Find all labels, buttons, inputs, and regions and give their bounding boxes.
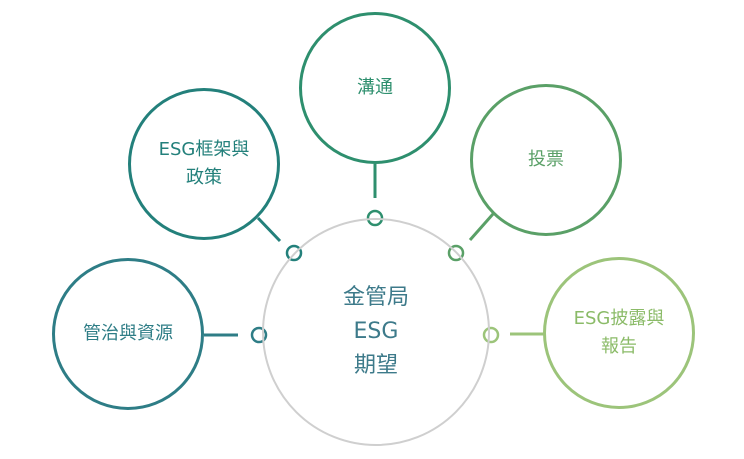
node-governance-resources: 管治與資源 <box>52 258 204 410</box>
connector-framework <box>256 216 282 243</box>
node-label: 溝通 <box>357 77 393 98</box>
node-label-line1: ESG披露與 <box>573 308 665 329</box>
node-label: 管治與資源 <box>83 323 173 344</box>
node-voting: 投票 <box>470 84 622 236</box>
node-esg-disclosure-reporting: ESG披露與 報告 <box>543 257 695 409</box>
node-label: 投票 <box>528 149 564 170</box>
node-label-line2: 報告 <box>601 336 637 357</box>
center-label-line1: 金管局 <box>342 285 409 310</box>
node-esg-framework-policy: ESG框架與 政策 <box>128 88 280 240</box>
center-label-line3: 期望 <box>353 353 398 378</box>
node-label-line2: 政策 <box>186 167 222 188</box>
center-hub-circle: 金管局 ESG 期望 <box>262 218 490 446</box>
center-label-line2: ESG <box>353 319 399 344</box>
node-communication: 溝通 <box>299 12 451 164</box>
connector-voting <box>468 213 495 241</box>
node-label-line1: ESG框架與 <box>158 139 250 160</box>
